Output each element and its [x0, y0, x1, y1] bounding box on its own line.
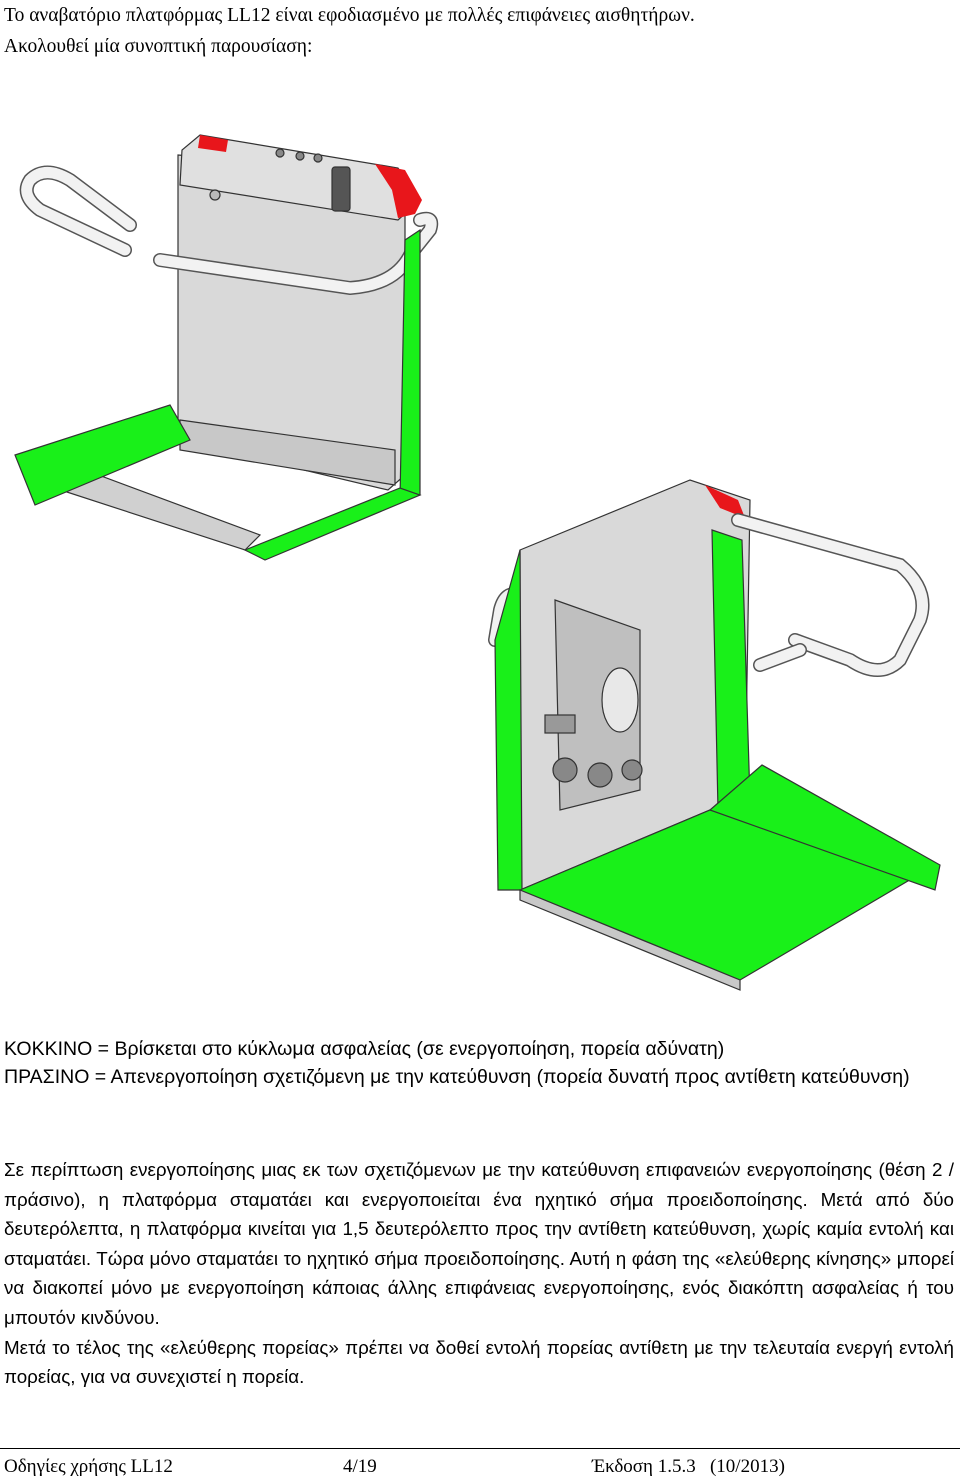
intro-line-2: Ακολουθεί μία συνοπτική παρουσίαση:: [4, 36, 313, 57]
upper-red-edge-right: [375, 164, 422, 218]
description-text: Σε περίπτωση ενεργοποίησης μιας εκ των σ…: [4, 1155, 954, 1392]
upper-platform-unit: [14, 134, 439, 561]
footer-version: Έκδοση 1.5.3 (10/2013): [592, 1456, 785, 1477]
platform-lift-illustration: [0, 120, 960, 1030]
intro-text: Το αναβατόριο πλατφόρμας LL12 είναι εφοδ…: [4, 0, 956, 62]
drive-mechanism: [544, 599, 643, 811]
upper-top-housing: [179, 134, 421, 221]
upper-red-edge-left: [198, 135, 228, 152]
footer-page-number: 4/19: [343, 1456, 377, 1477]
paragraph-1: Σε περίπτωση ενεργοποίησης μιας εκ των σ…: [4, 1159, 954, 1328]
upper-green-floor-left: [14, 404, 191, 506]
color-legend: ΚΟΚΚΙΝΟ = Βρίσκεται στο κύκλωμα ασφαλεία…: [4, 1035, 956, 1091]
footer-title: Οδηγίες χρήσης LL12: [4, 1456, 173, 1477]
lower-platform-unit: [488, 479, 941, 991]
upper-green-floor-right: [243, 487, 422, 561]
lower-red-edge: [705, 485, 745, 518]
legend-red: ΚΟΚΚΙΝΟ = Βρίσκεται στο κύκλωμα ασφαλεία…: [4, 1038, 725, 1060]
footer-divider: [0, 1448, 960, 1449]
page-footer: Οδηγίες χρήσης LL12 4/19 Έκδοση 1.5.3 (1…: [0, 1450, 960, 1480]
legend-green: ΠΡΑΣΙΝΟ = Απενεργοποίηση σχετιζόμενη με …: [4, 1066, 910, 1088]
lower-green-ramp: [708, 764, 941, 891]
paragraph-2: Μετά το τέλος της «ελεύθερης πορείας» πρ…: [4, 1336, 954, 1388]
intro-line-1: Το αναβατόριο πλατφόρμας LL12 είναι εφοδ…: [4, 5, 695, 26]
upper-control-box: [331, 166, 351, 212]
